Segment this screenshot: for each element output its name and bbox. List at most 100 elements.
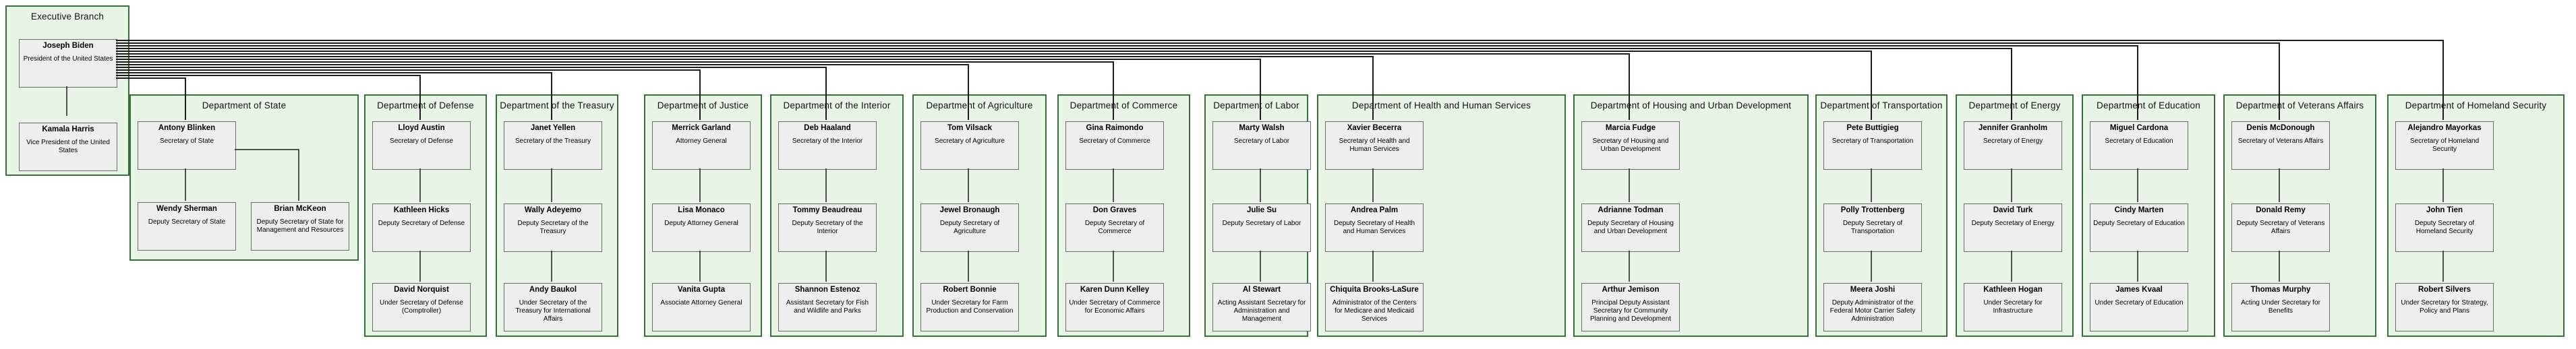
- official-title: Deputy Secretary of Housing and Urban De…: [1587, 220, 1674, 236]
- department-panel: Department of the Interior Deb Haaland S…: [770, 94, 904, 337]
- official-title: Deputy Secretary of Veterans Affairs: [2236, 220, 2325, 236]
- department-title: Department of Transportation: [1820, 100, 1943, 110]
- official-title: Administrator of the Centers for Medicar…: [1332, 299, 1417, 323]
- official-card: Jewel Bronaugh Deputy Secretary of Agric…: [920, 203, 1019, 252]
- official-card: Marcia Fudge Secretary of Housing and Ur…: [1581, 121, 1680, 170]
- official-card: Antony Blinken Secretary of State: [138, 121, 236, 170]
- department-title: Department of the Treasury: [500, 100, 614, 110]
- department-title: Department of State: [202, 100, 287, 110]
- official-name: Jewel Bronaugh: [939, 206, 1000, 214]
- official-title: Secretary of Veterans Affairs: [2237, 137, 2324, 146]
- official-card: Al Stewart Acting Assistant Secretary fo…: [1212, 283, 1311, 331]
- official-card: Karen Dunn Kelley Under Secretary of Com…: [1065, 283, 1164, 331]
- president-name: Joseph Biden: [42, 42, 94, 50]
- official-title: Secretary of Agriculture: [935, 137, 1005, 146]
- official-name: Polly Trottenberg: [1840, 206, 1905, 214]
- official-title: Acting Under Secretary for Benefits: [2241, 299, 2320, 315]
- official-name: Wally Adeyemo: [524, 206, 582, 214]
- official-title: Secretary of State: [159, 137, 214, 146]
- official-card: Lloyd Austin Secretary of Defense: [372, 121, 471, 170]
- official-card: Arthur Jemison Principal Deputy Assistan…: [1581, 283, 1680, 331]
- official-card: Shannon Estenoz Assistant Secretary for …: [778, 283, 877, 331]
- official-card: Wendy Sherman Deputy Secretary of State: [138, 202, 236, 251]
- official-title: Secretary of Housing and Urban Developme…: [1592, 137, 1669, 154]
- department-panel: Department of Labor Marty Walsh Secretar…: [1204, 94, 1311, 337]
- official-title: Deputy Attorney General: [664, 220, 738, 228]
- official-name: Kathleen Hicks: [393, 206, 450, 214]
- official-name: Deb Haaland: [804, 124, 851, 132]
- official-card: Meera Joshi Deputy Administrator of the …: [1823, 283, 1922, 331]
- official-card: Andrea Palm Deputy Secretary of Health a…: [1325, 203, 1424, 252]
- official-card: Merrick Garland Attorney General: [652, 121, 751, 170]
- official-title: Under Secretary for Infrastructure: [1983, 299, 2043, 315]
- official-title: Under Secretary of Defense (Comptroller): [380, 299, 463, 315]
- official-name: Donald Remy: [2256, 206, 2306, 214]
- official-card: James Kvaal Under Secretary of Education: [2090, 283, 2188, 331]
- official-card: Pete Buttigieg Secretary of Transportati…: [1823, 121, 1922, 170]
- department-title: Department of Justice: [657, 100, 749, 110]
- official-title: Deputy Secretary of Homeland Security: [2414, 220, 2475, 236]
- department-panel: Department of Health and Human Services …: [1317, 94, 1566, 337]
- official-card: Denis McDonough Secretary of Veterans Af…: [2231, 121, 2330, 170]
- department-title: Department of Commerce: [1070, 100, 1178, 110]
- official-name: Meera Joshi: [1850, 286, 1896, 294]
- official-name: Jennifer Granholm: [1978, 124, 2048, 132]
- president-card: Joseph Biden President of the United Sta…: [19, 39, 117, 88]
- department-panel: Department of Commerce Gina Raimondo Sec…: [1057, 94, 1190, 337]
- official-card: Don Graves Deputy Secretary of Commerce: [1065, 203, 1164, 252]
- official-name: Vanita Gupta: [677, 286, 726, 294]
- official-name: Lisa Monaco: [678, 206, 725, 214]
- official-card: John Tien Deputy Secretary of Homeland S…: [2395, 203, 2494, 252]
- official-title: Secretary of Education: [2105, 137, 2173, 146]
- official-name: Adrianne Todman: [1598, 206, 1664, 214]
- official-name: Tommy Beaudreau: [792, 206, 862, 214]
- official-title: Under Secretary for Farm Production and …: [926, 299, 1014, 315]
- official-card: Chiquita Brooks-LaSure Administrator of …: [1325, 283, 1424, 331]
- official-name: Robert Silvers: [2418, 286, 2471, 294]
- official-name: Wendy Sherman: [156, 205, 217, 213]
- official-title: Deputy Secretary of Health and Human Ser…: [1333, 220, 1415, 236]
- official-name: Lloyd Austin: [398, 124, 445, 132]
- official-name: Thomas Murphy: [2250, 286, 2311, 294]
- official-title: Secretary of Labor: [1233, 137, 1290, 146]
- vice-president-name: Kamala Harris: [42, 125, 94, 133]
- department-title: Department of Energy: [1968, 100, 2061, 110]
- official-title: Secretary of Health and Human Services: [1339, 137, 1410, 154]
- department-title: Department of the Interior: [783, 100, 891, 110]
- official-title: Acting Assistant Secretary for Administr…: [1217, 299, 1306, 323]
- official-name: Cindy Marten: [2114, 206, 2164, 214]
- department-panel: Department of Veterans Affairs Denis McD…: [2223, 94, 2376, 337]
- department-title: Department of Education: [2097, 100, 2200, 110]
- official-name: Andy Baukol: [529, 286, 577, 294]
- executive-branch-panel: Executive Branch Joseph Biden President …: [5, 5, 129, 176]
- official-name: Robert Bonnie: [943, 286, 997, 294]
- official-title: Deputy Secretary of the Interior: [792, 220, 863, 236]
- official-title: Deputy Secretary of Education: [2093, 220, 2185, 228]
- official-card: Julie Su Deputy Secretary of Labor: [1212, 203, 1311, 252]
- official-card: Xavier Becerra Secretary of Health and H…: [1325, 121, 1424, 170]
- official-card: David Norquist Under Secretary of Defens…: [372, 283, 471, 331]
- official-card: Vanita Gupta Associate Attorney General: [652, 283, 751, 331]
- official-name: Janet Yellen: [530, 124, 576, 132]
- official-card: Kathleen Hogan Under Secretary for Infra…: [1964, 283, 2062, 331]
- official-name: Gina Raimondo: [1086, 124, 1144, 132]
- official-name: Don Graves: [1092, 206, 1137, 214]
- official-title: Under Secretary of Education: [2095, 299, 2184, 307]
- official-title: Deputy Secretary of Defense: [378, 220, 465, 228]
- official-title: Assistant Secretary for Fish and Wildlif…: [786, 299, 869, 315]
- official-name: Marcia Fudge: [1605, 124, 1656, 132]
- official-card: David Turk Deputy Secretary of Energy: [1964, 203, 2062, 252]
- official-name: Al Stewart: [1242, 286, 1281, 294]
- department-panel: Department of Transportation Pete Buttig…: [1815, 94, 1948, 337]
- department-title: Department of Veterans Affairs: [2235, 100, 2364, 110]
- official-title: Deputy Secretary of Transportation: [1842, 220, 1903, 236]
- official-title: Deputy Secretary of Agriculture: [939, 220, 1000, 236]
- department-panel: Department of Agriculture Tom Vilsack Se…: [912, 94, 1047, 337]
- official-card: Alejandro Mayorkas Secretary of Homeland…: [2395, 121, 2494, 170]
- official-card: Kathleen Hicks Deputy Secretary of Defen…: [372, 203, 471, 252]
- official-name: Xavier Becerra: [1347, 124, 1402, 132]
- official-title: Under Secretary for Strategy, Policy and…: [2401, 299, 2488, 315]
- department-panel: Department of the Treasury Janet Yellen …: [496, 94, 618, 337]
- official-card: Miguel Cardona Secretary of Education: [2090, 121, 2188, 170]
- official-title: Attorney General: [676, 137, 727, 146]
